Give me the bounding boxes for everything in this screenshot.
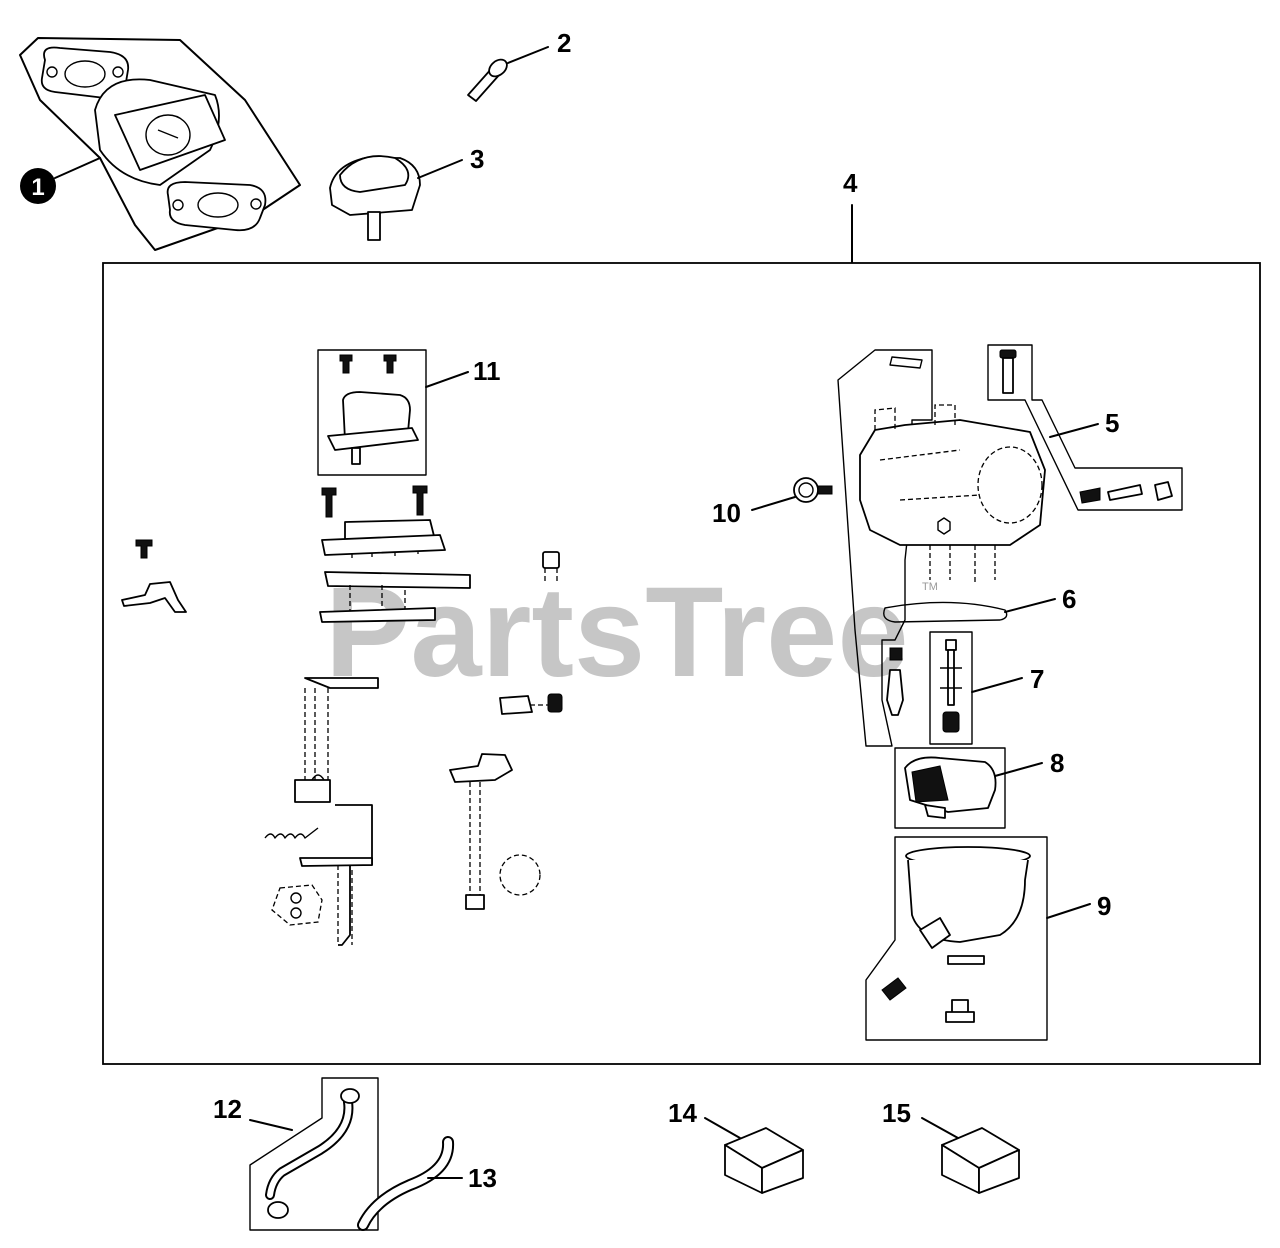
callout-label-6: 6 bbox=[1062, 584, 1076, 614]
leader-14 bbox=[704, 1117, 741, 1139]
callout-label-3: 3 bbox=[470, 144, 484, 174]
callout-12[interactable]: 12 bbox=[213, 1094, 293, 1131]
part-9-float-bowl[interactable] bbox=[865, 836, 1048, 1041]
callout-5[interactable]: 5 bbox=[1049, 408, 1119, 438]
callout-2[interactable]: 2 bbox=[507, 28, 571, 64]
callout-1[interactable]: 1 bbox=[20, 157, 101, 204]
leader-1 bbox=[54, 157, 101, 179]
callout-15[interactable]: 15 bbox=[882, 1098, 959, 1139]
part-12-fuel-hose-with-clamps[interactable] bbox=[249, 1077, 379, 1231]
callout-badge-1 bbox=[20, 168, 56, 204]
leader-3 bbox=[417, 159, 463, 179]
callout-label-9: 9 bbox=[1097, 891, 1111, 921]
leader-10 bbox=[751, 496, 796, 511]
linkage-parts bbox=[121, 485, 563, 946]
part-4-carburetor-assembly-frame[interactable] bbox=[102, 262, 1261, 1065]
callout-11[interactable]: 11 bbox=[425, 356, 501, 388]
leader-7 bbox=[971, 677, 1023, 693]
part-15-kit[interactable] bbox=[941, 1127, 1020, 1194]
part-3-insulator[interactable] bbox=[329, 155, 421, 241]
leader-2 bbox=[507, 46, 549, 64]
part-7-float-needle-set[interactable] bbox=[886, 631, 973, 745]
callout-label-1: 1 bbox=[31, 174, 44, 201]
leader-15 bbox=[921, 1117, 959, 1139]
callout-label-10: 10 bbox=[712, 498, 741, 528]
leader-6 bbox=[1004, 598, 1056, 613]
part-6-gasket-ring[interactable] bbox=[883, 601, 1008, 623]
callout-label-13: 13 bbox=[468, 1163, 497, 1193]
callout-10[interactable]: 10 bbox=[712, 496, 796, 528]
part-11-box[interactable] bbox=[317, 349, 427, 476]
callout-8[interactable]: 8 bbox=[994, 748, 1064, 778]
part-10-screw[interactable] bbox=[793, 477, 833, 503]
carburetor-body bbox=[837, 349, 1046, 747]
callout-13[interactable]: 13 bbox=[427, 1163, 497, 1193]
watermark-trademark: TM bbox=[922, 581, 938, 593]
part-13-fuel-hose[interactable] bbox=[357, 1136, 455, 1231]
callout-14[interactable]: 14 bbox=[668, 1098, 741, 1139]
callout-6[interactable]: 6 bbox=[1004, 584, 1076, 614]
callout-label-14: 14 bbox=[668, 1098, 697, 1128]
callout-label-11: 11 bbox=[473, 356, 501, 386]
part-8-float[interactable] bbox=[894, 747, 1006, 829]
callout-7[interactable]: 7 bbox=[971, 664, 1044, 694]
callout-label-5: 5 bbox=[1105, 408, 1119, 438]
leader-11 bbox=[425, 371, 469, 388]
callout-label-15: 15 bbox=[882, 1098, 911, 1128]
callout-9[interactable]: 9 bbox=[1046, 891, 1111, 921]
leader-5 bbox=[1049, 423, 1099, 438]
leader-9 bbox=[1046, 903, 1091, 919]
leader-12 bbox=[249, 1119, 293, 1131]
callout-label-7: 7 bbox=[1030, 664, 1044, 694]
part-14-kit[interactable] bbox=[724, 1127, 804, 1194]
callout-label-8: 8 bbox=[1050, 748, 1064, 778]
part-5-pilot-screw-set[interactable] bbox=[987, 344, 1183, 511]
callout-label-12: 12 bbox=[213, 1094, 242, 1124]
callout-3[interactable]: 3 bbox=[417, 144, 484, 179]
callout-label-4: 4 bbox=[843, 168, 858, 198]
callout-label-2: 2 bbox=[557, 28, 571, 58]
leader-8 bbox=[994, 762, 1043, 777]
callout-4[interactable]: 4 bbox=[843, 168, 858, 263]
part-1-gasket-kit[interactable] bbox=[19, 37, 301, 251]
part-2-screw[interactable] bbox=[467, 56, 510, 102]
